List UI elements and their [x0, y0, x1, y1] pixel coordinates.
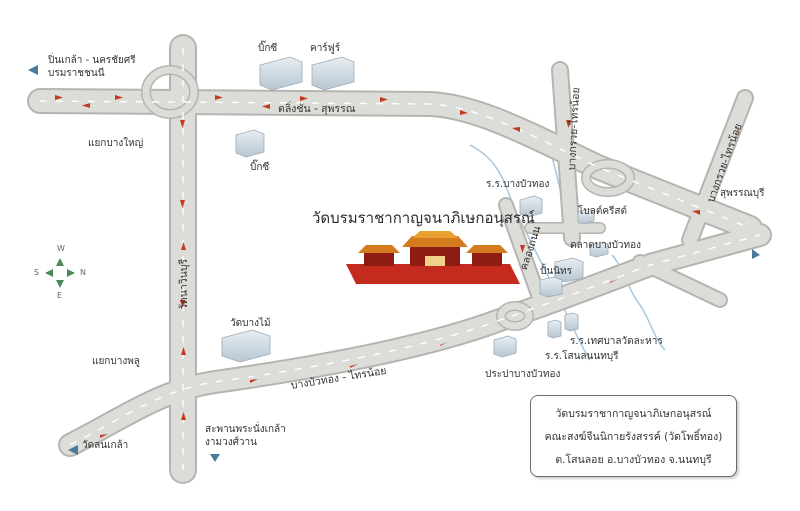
label-pinthong: ปั้นนิทร	[540, 266, 572, 277]
label-top-left-2: บรมราชชนนี	[48, 68, 105, 79]
label-market: ตลาดบางบัวทอง	[570, 240, 642, 251]
label-school1: ร.ร.บางบัวทอง	[486, 179, 550, 190]
label-bigc: บิ๊กซี	[258, 43, 278, 54]
label-school2: ร.ร.เทศบาลวัดละหาร	[570, 336, 663, 347]
label-road-left-vertical: วัดนาวินบุรี	[178, 258, 190, 310]
lane-dashes	[39, 48, 761, 470]
label-bridge-2: งามวงศ์วาน	[205, 437, 258, 448]
label-suphan: สุพรรณบุรี	[720, 188, 765, 199]
label-water: ประปาบางบัวทอง	[485, 369, 561, 380]
label-bridge-1: สะพานพระนั่งเกล้า	[205, 424, 286, 435]
label-watbangmai: วัดบางไม้	[230, 318, 271, 329]
info-line-2: คณะสงฆ์จีนนิกายรังสรรค์ (วัดโพธิ์ทอง)	[544, 431, 723, 443]
info-line-3: ต.โสนลอย อ.บางบัวทอง จ.นนทบุรี	[555, 454, 712, 466]
offmap-arrows	[28, 65, 760, 462]
temple-title: วัดบรมราชากาญจนาภิเษกอนุสรณ์	[312, 209, 535, 227]
info-box: วัดบรมราชากาญจนาภิเษกอนุสรณ์ คณะสงฆ์จีนน…	[530, 395, 737, 477]
label-bigc2: บิ๊กซี	[250, 162, 270, 173]
label-top-left-1: ปิ่นเกล้า - นครชัยศรี	[48, 55, 136, 66]
buildings	[221, 56, 609, 363]
label-junction-bottom: แยกบางพลู	[92, 356, 140, 367]
direction-arrows	[55, 95, 739, 438]
label-junction-top: แยกบางใหญ่	[88, 138, 144, 149]
compass-w: S	[34, 268, 40, 277]
label-lotus: โบลต์ครีสต์	[578, 206, 627, 217]
compass-s: E	[57, 291, 63, 300]
temple-illustration	[346, 231, 520, 284]
compass-rose	[45, 258, 75, 288]
compass-n: W	[57, 244, 65, 253]
info-line-1: วัดบรมราชากาญจนาภิเษกอนุสรณ์	[555, 408, 712, 420]
label-carrefour: คาร์ฟูร์	[310, 43, 341, 54]
label-watchalerm: วัดลนเกล้า	[82, 440, 129, 451]
label-school3: ร.ร.โสนลนนทบุรี	[545, 351, 619, 362]
label-road-main-top: ตลิ่งชัน - สุพรรณ	[278, 103, 356, 115]
compass-e: N	[80, 268, 86, 277]
